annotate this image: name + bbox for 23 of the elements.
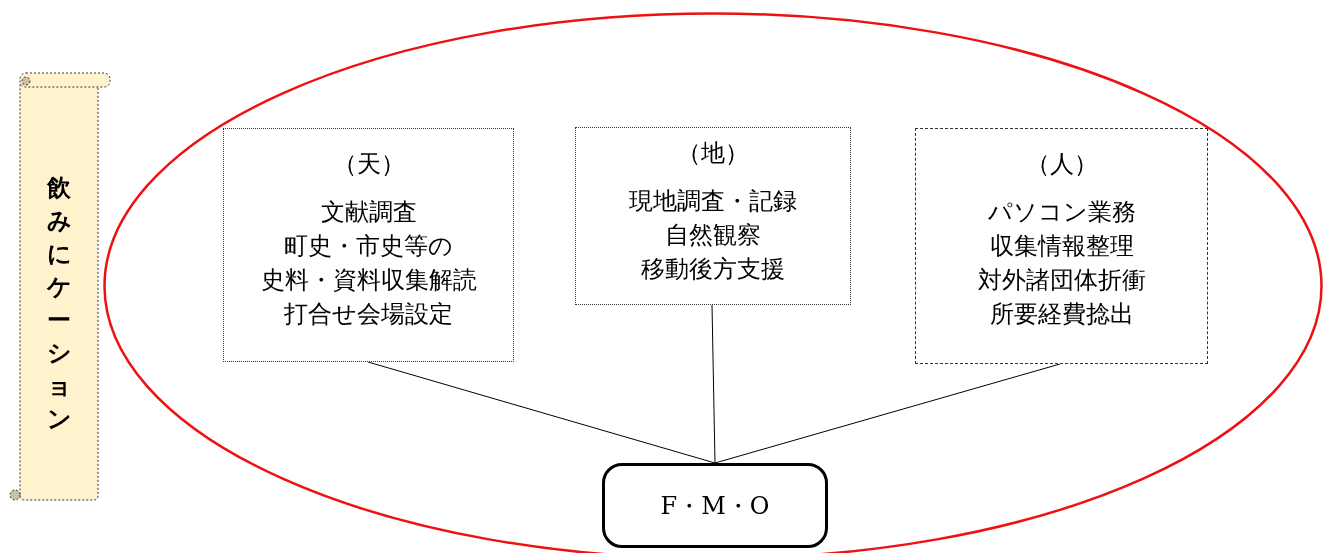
list-line: 文献調査 [320, 197, 417, 228]
text-box [575, 127, 851, 305]
list-line: 収集情報整理 [989, 231, 1134, 262]
list-line: 対外諸団体折衝 [977, 265, 1146, 296]
box-heading: （人） [1025, 149, 1098, 180]
list-line: 町史・市史等の [284, 231, 453, 262]
connector-line [367, 361, 716, 464]
connector-line [714, 363, 1061, 464]
list-line: 自然観察 [665, 220, 761, 251]
box-heading: （天） [332, 149, 405, 180]
list-line: 所要経費捻出 [989, 299, 1134, 330]
text-box [915, 128, 1208, 364]
connector-line [711, 304, 716, 464]
rounded-box [602, 463, 828, 548]
box-label: F・M・O [660, 490, 770, 522]
list-line: 史料・資料収集解読 [260, 265, 477, 296]
list-line: パソコン業務 [987, 197, 1136, 228]
vertical-title: 飲みにケーション [46, 173, 72, 435]
list-line: 現地調査・記録 [629, 186, 797, 217]
box-heading: （地） [677, 138, 749, 169]
list-line: 打合せ会場設定 [284, 299, 453, 330]
text-box [223, 128, 514, 362]
list-line: 移動後方支援 [641, 254, 785, 285]
